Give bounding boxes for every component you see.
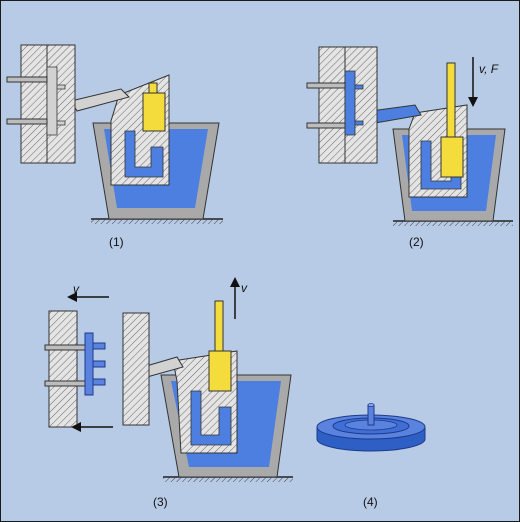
gooseneck-channel bbox=[190, 390, 232, 446]
arrow-left-icon bbox=[67, 292, 77, 302]
ground-hatch bbox=[163, 477, 293, 482]
ejector-pin-lower bbox=[44, 380, 86, 387]
panel-3-arrow-up-label: v bbox=[241, 281, 248, 295]
casting-sprue-top bbox=[367, 403, 375, 407]
panel-2-arrow-label: v, F bbox=[479, 62, 499, 76]
ejector-pin-lower bbox=[306, 122, 346, 129]
panel-3: v v (3) bbox=[44, 277, 293, 509]
panel-1: (1) bbox=[6, 44, 223, 249]
fixed-die-half bbox=[20, 44, 48, 164]
gooseneck-channel bbox=[124, 130, 164, 178]
panel-4: (4) bbox=[316, 403, 426, 509]
ground-hatch bbox=[393, 221, 513, 226]
panel-3-arrow-left-label: v bbox=[73, 282, 80, 296]
ejector-pin-upper bbox=[44, 344, 86, 351]
plunger bbox=[142, 92, 166, 132]
ejected-casting bbox=[84, 332, 106, 396]
plunger bbox=[440, 136, 464, 178]
ejector-pin-upper bbox=[6, 76, 48, 83]
ground-hatch bbox=[91, 219, 223, 224]
arrow-up-icon bbox=[230, 277, 240, 287]
moving-die-half bbox=[48, 310, 78, 428]
arrow-down-icon bbox=[468, 97, 478, 107]
plunger-rod bbox=[446, 62, 456, 138]
panel-2-label: (2) bbox=[409, 235, 424, 249]
moving-die-half bbox=[46, 44, 76, 164]
arrow-left-icon bbox=[71, 422, 81, 432]
fixed-die-half bbox=[122, 312, 150, 426]
moving-die-half bbox=[344, 46, 378, 164]
ejector-pin-lower bbox=[6, 118, 48, 125]
panel-2: v, F (2) bbox=[306, 46, 513, 249]
die-cavity bbox=[46, 66, 66, 136]
plunger bbox=[208, 350, 232, 392]
plunger-rod bbox=[214, 300, 224, 354]
die-cavity-filled bbox=[344, 70, 364, 136]
casting-sprue bbox=[367, 404, 375, 426]
panel-4-label: (4) bbox=[363, 495, 378, 509]
panel-3-label: (3) bbox=[153, 495, 168, 509]
ejector-pin-upper bbox=[306, 82, 346, 89]
panel-1-label: (1) bbox=[109, 235, 124, 249]
fixed-die-half bbox=[318, 46, 346, 164]
